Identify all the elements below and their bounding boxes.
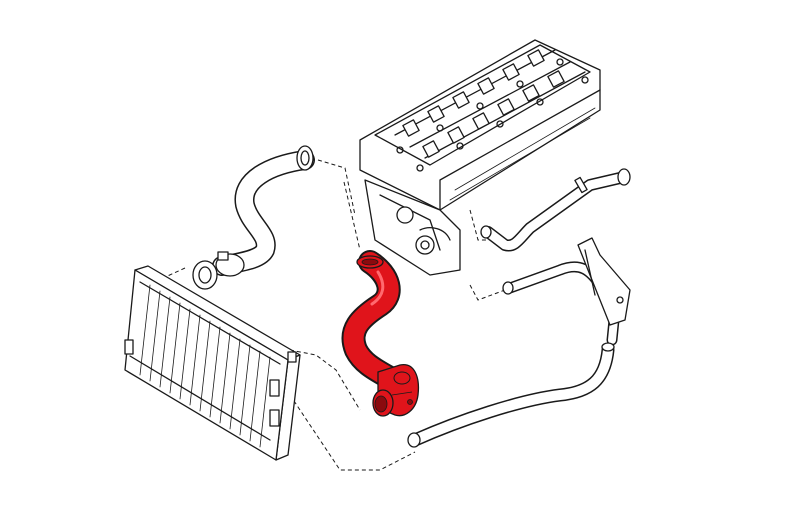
upper-radiator-hose	[192, 145, 315, 290]
heater-pipe	[480, 168, 631, 252]
expansion-hose	[407, 342, 615, 448]
radiator	[124, 265, 301, 461]
bleed-line	[502, 237, 631, 346]
leader-lines	[136, 159, 506, 471]
highlighted-lower-hose	[341, 250, 402, 390]
thermostat-housing	[372, 364, 420, 417]
cylinder-head	[359, 39, 601, 276]
